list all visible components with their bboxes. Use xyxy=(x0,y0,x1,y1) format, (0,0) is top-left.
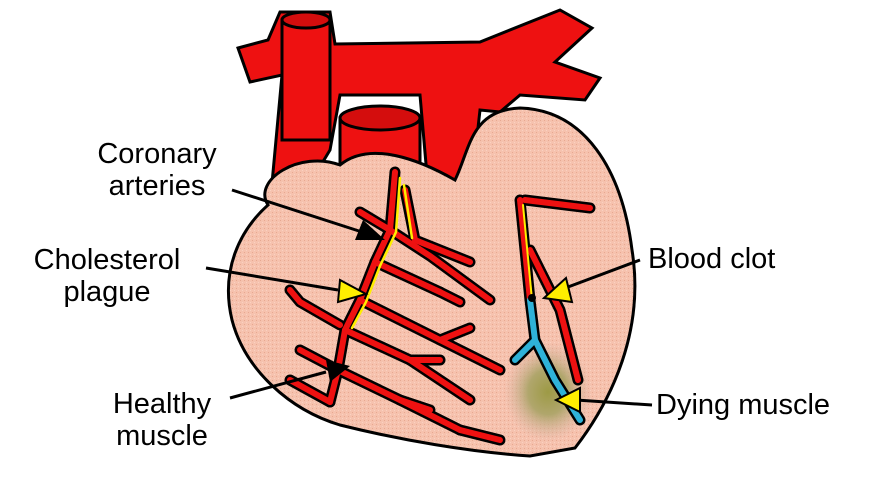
label-cholesterol-line2: plague xyxy=(12,276,202,308)
label-cholesterol-line1: Cholesterol xyxy=(12,244,202,276)
superior-vena-cava xyxy=(282,12,330,140)
label-cholesterol-plaque: Cholesterol plague xyxy=(12,244,202,308)
label-coronary-line2: arteries xyxy=(82,170,232,202)
label-dying-muscle: Dying muscle xyxy=(656,389,830,421)
blood-clot-marker xyxy=(528,294,536,302)
label-coronary-arteries: Coronary arteries xyxy=(82,138,232,202)
label-coronary-line1: Coronary xyxy=(82,138,232,170)
label-blood-clot: Blood clot xyxy=(648,243,775,275)
label-healthy-line2: muscle xyxy=(92,420,232,452)
label-healthy-line1: Healthy xyxy=(92,388,232,420)
label-healthy-muscle: Healthy muscle xyxy=(92,388,232,452)
